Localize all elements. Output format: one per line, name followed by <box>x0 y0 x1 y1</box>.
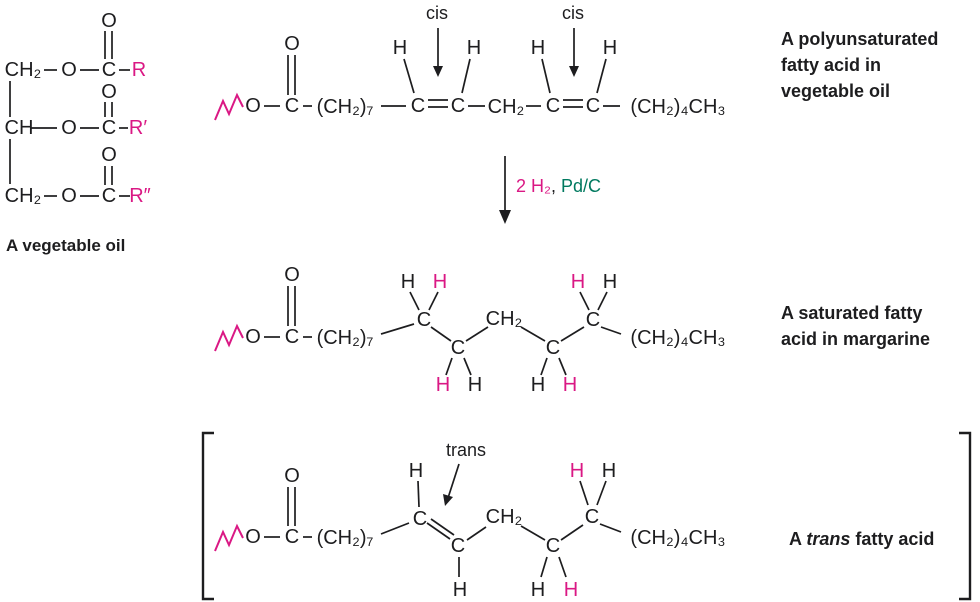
cis-arrows <box>433 28 579 77</box>
vegetable-oil-bonds <box>9 31 130 197</box>
carbonyl-oxygen-atom: O <box>284 264 300 286</box>
label-trans-post: fatty acid <box>850 529 935 549</box>
right-bracket <box>959 431 972 601</box>
ester-oxygen-atom: O <box>245 326 261 348</box>
pentyl-tail: (CH₂)₄CH₃ <box>630 527 726 549</box>
carbon-atom: C <box>545 535 561 557</box>
cis-label: cis <box>426 3 448 23</box>
ester-oxygen-atom: O <box>245 95 261 117</box>
label-trans-pre: A <box>789 529 807 549</box>
carbon-atom: C <box>545 337 561 359</box>
carbonyl-oxygen-atom: O <box>284 33 300 55</box>
trans-bonds <box>214 480 622 578</box>
reaction-arrowhead <box>499 210 511 224</box>
heptyl-chain: (CH₂)₇ <box>316 527 374 549</box>
ester-oxygen-atom: O <box>245 526 261 548</box>
ester-oxygen-atom: O <box>61 117 77 139</box>
pentyl-tail: (CH₂)₄CH₃ <box>630 96 726 118</box>
methylene-group: CH₂ <box>485 308 523 330</box>
ester-squiggle <box>214 323 244 352</box>
ester-oxygen-atom: O <box>61 185 77 207</box>
hydrogen-atom: H <box>467 374 483 396</box>
hydrogen-atom: H <box>601 460 617 482</box>
hydrogen-atom: H <box>602 37 618 59</box>
brackets <box>201 431 972 601</box>
ester-squiggle <box>214 523 244 552</box>
trans-label: trans <box>445 440 487 460</box>
methine-group: CH <box>4 117 34 139</box>
alkene-carbon-atom: C <box>450 535 466 557</box>
caption-vegetable-oil: A vegetable oil <box>6 236 126 255</box>
carbon-atom: C <box>584 506 600 528</box>
hydrogen-atom: H <box>452 579 468 601</box>
alkene-carbon-atom: C <box>585 95 601 117</box>
reaction-conditions: 2 H₂,Pd/C <box>516 177 601 195</box>
hydrogen-atom-added: H <box>562 374 578 396</box>
carbon-atom: C <box>284 326 300 348</box>
label-trans-word: trans <box>806 529 851 549</box>
trans-arrowhead <box>443 494 453 506</box>
carbonyl-oxygen-atom: O <box>284 465 300 487</box>
r-double-prime-group: R″ <box>129 185 151 207</box>
heptyl-chain: (CH₂)₇ <box>316 327 374 349</box>
label-trans: A trans fatty acid <box>789 526 934 552</box>
hydrogen-atom: H <box>530 579 546 601</box>
carbonyl-oxygen-atom: O <box>101 81 117 103</box>
carbonyl-oxygen-atom: O <box>101 144 117 166</box>
hydrogen-atom: H <box>602 271 618 293</box>
hydrogen-atom-added: H <box>570 271 586 293</box>
catalyst-label: Pd/C <box>561 176 602 196</box>
carbon-atom: C <box>101 117 117 139</box>
hydrogen-atom-added: H <box>569 460 585 482</box>
carbon-atom: C <box>284 95 300 117</box>
methylene-group: CH₂ <box>487 96 525 118</box>
carbon-atom: C <box>284 526 300 548</box>
hydrogen-atom-added: H <box>563 579 579 601</box>
carbon-atom: C <box>101 185 117 207</box>
ester-oxygen-atom: O <box>61 59 77 81</box>
reagent-label: 2 H₂ <box>516 176 551 196</box>
carbon-atom: C <box>450 337 466 359</box>
trans-arrow <box>443 463 460 506</box>
hydrogen-atom: H <box>466 37 482 59</box>
hydrogen-atom-added: H <box>432 271 448 293</box>
saturated-bonds <box>214 286 622 376</box>
methylene-group: CH₂ <box>4 59 42 81</box>
cis-arrowhead <box>569 66 579 77</box>
heptyl-chain: (CH₂)₇ <box>316 96 374 118</box>
polyunsaturated-bonds <box>214 55 620 121</box>
r-prime-group: R′ <box>128 117 148 139</box>
label-polyunsaturated: A polyunsaturated fatty acid in vegetabl… <box>781 29 939 101</box>
alkene-carbon-atom: C <box>412 508 428 530</box>
hydrogen-atom: H <box>400 271 416 293</box>
ester-squiggle <box>214 92 244 121</box>
hydrogen-atom: H <box>392 37 408 59</box>
carbonyl-oxygen-atom: O <box>101 10 117 32</box>
alkene-carbon-atom: C <box>545 95 561 117</box>
cis-arrowhead <box>433 66 443 77</box>
reaction-arrow <box>499 156 511 224</box>
label-saturated: A saturated fatty acid in margarine <box>781 303 931 349</box>
hydrogen-atom-added: H <box>435 374 451 396</box>
r-group: R <box>131 59 147 81</box>
methylene-group: CH₂ <box>4 185 42 207</box>
cis-label: cis <box>562 3 584 23</box>
hydrogen-atom: H <box>530 374 546 396</box>
carbon-atom: C <box>101 59 117 81</box>
alkene-carbon-atom: C <box>450 95 466 117</box>
hydrogen-atom: H <box>408 460 424 482</box>
left-bracket <box>201 431 214 601</box>
methylene-group: CH₂ <box>485 506 523 528</box>
separator: , <box>551 176 557 196</box>
carbon-atom: C <box>585 309 601 331</box>
hydrogen-atom: H <box>530 37 546 59</box>
carbon-atom: C <box>416 309 432 331</box>
pentyl-tail: (CH₂)₄CH₃ <box>630 327 726 349</box>
alkene-carbon-atom: C <box>410 95 426 117</box>
